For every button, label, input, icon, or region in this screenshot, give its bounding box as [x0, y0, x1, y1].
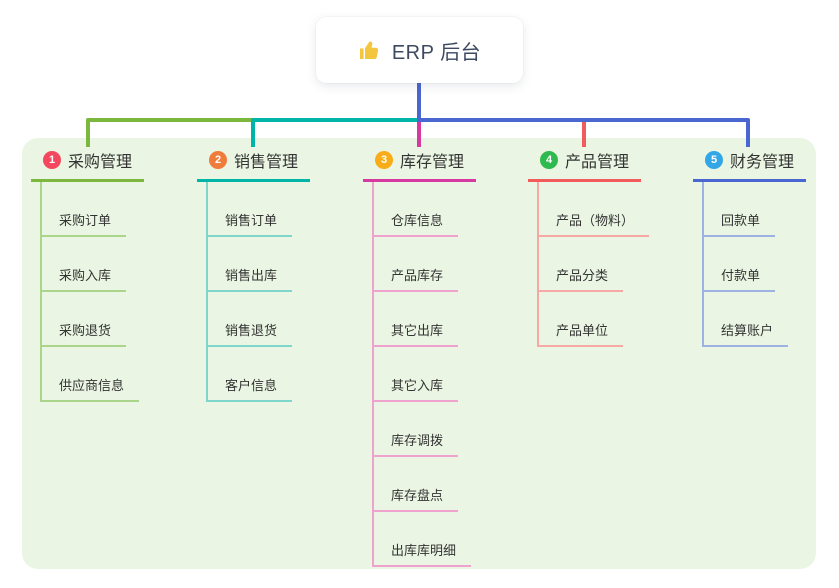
branch-product-label: 产品管理 — [565, 154, 630, 171]
edge-product — [417, 83, 586, 147]
branch-inventory-header[interactable]: 3 库存管理 — [363, 148, 476, 182]
badge-4: 4 — [540, 151, 558, 169]
branch-purchase-label: 采购管理 — [68, 154, 133, 171]
badge-3: 3 — [375, 151, 393, 169]
node-row: 销售订单 — [206, 182, 310, 237]
node-product-stock[interactable]: 产品库存 — [374, 265, 459, 292]
branch-finance-label: 财务管理 — [730, 154, 795, 171]
node-sales-order[interactable]: 销售订单 — [208, 210, 293, 237]
root-node-erp[interactable]: ERP 后台 — [316, 17, 523, 83]
node-row: 产品分类 — [537, 237, 649, 292]
node-row: 产品单位 — [537, 292, 649, 347]
branch-inventory-children: 仓库信息 产品库存 其它出库 其它入库 库存调拨 库存盘点 出库库明细 — [372, 182, 476, 567]
node-customer-info[interactable]: 客户信息 — [208, 375, 293, 402]
branch-product-children: 产品（物料） 产品分类 产品单位 — [537, 182, 650, 347]
node-product-material[interactable]: 产品（物料） — [539, 210, 650, 237]
branch-sales: 2 销售管理 销售订单 销售出库 销售退货 客户信息 — [197, 148, 310, 402]
node-row: 采购退货 — [40, 292, 144, 347]
edge-sales — [251, 83, 421, 147]
node-settlement-account[interactable]: 结算账户 — [704, 320, 789, 347]
node-row: 产品（物料） — [537, 182, 650, 237]
node-product-category[interactable]: 产品分类 — [539, 265, 624, 292]
node-row: 库存调拨 — [372, 402, 476, 457]
node-row: 销售出库 — [206, 237, 310, 292]
node-supplier-info[interactable]: 供应商信息 — [42, 375, 140, 402]
edge-finance — [417, 83, 750, 147]
thumbs-up-icon — [359, 41, 378, 59]
branch-inventory: 3 库存管理 仓库信息 产品库存 其它出库 其它入库 库存调拨 库存盘点 — [363, 148, 476, 567]
node-stock-transfer[interactable]: 库存调拨 — [374, 430, 459, 457]
branch-sales-header[interactable]: 2 销售管理 — [197, 148, 310, 182]
node-row: 其它入库 — [372, 347, 476, 402]
badge-1: 1 — [43, 151, 61, 169]
root-node-label: ERP 后台 — [391, 41, 482, 64]
node-row: 结算账户 — [702, 292, 806, 347]
branch-finance-children: 回款单 付款单 结算账户 — [702, 182, 806, 347]
node-row: 回款单 — [702, 182, 806, 237]
branch-sales-children: 销售订单 销售出库 销售退货 客户信息 — [206, 182, 310, 402]
branch-purchase: 1 采购管理 采购订单 采购入库 采购退货 供应商信息 — [31, 148, 144, 402]
node-row: 出库库明细 — [372, 512, 476, 567]
branch-product-header[interactable]: 4 产品管理 — [528, 148, 641, 182]
branch-purchase-header[interactable]: 1 采购管理 — [31, 148, 144, 182]
node-other-outbound[interactable]: 其它出库 — [374, 320, 459, 347]
node-purchase-inbound[interactable]: 采购入库 — [42, 265, 127, 292]
node-product-unit[interactable]: 产品单位 — [539, 320, 624, 347]
node-sales-outbound[interactable]: 销售出库 — [208, 265, 293, 292]
node-stock-count[interactable]: 库存盘点 — [374, 485, 459, 512]
badge-2: 2 — [209, 151, 227, 169]
branch-product: 4 产品管理 产品（物料） 产品分类 产品单位 — [528, 148, 650, 347]
branch-sales-label: 销售管理 — [234, 154, 299, 171]
node-other-inbound[interactable]: 其它入库 — [374, 375, 459, 402]
branches-background-panel — [22, 138, 816, 569]
node-sales-return[interactable]: 销售退货 — [208, 320, 293, 347]
node-receipt-bill[interactable]: 回款单 — [704, 210, 776, 237]
branch-purchase-children: 采购订单 采购入库 采购退货 供应商信息 — [40, 182, 144, 402]
node-purchase-order[interactable]: 采购订单 — [42, 210, 127, 237]
node-row: 产品库存 — [372, 237, 476, 292]
badge-5: 5 — [705, 151, 723, 169]
node-row: 仓库信息 — [372, 182, 476, 237]
node-row: 销售退货 — [206, 292, 310, 347]
node-outbound-detail[interactable]: 出库库明细 — [374, 540, 472, 567]
node-row: 采购订单 — [40, 182, 144, 237]
branch-finance: 5 财务管理 回款单 付款单 结算账户 — [693, 148, 806, 347]
branch-finance-header[interactable]: 5 财务管理 — [693, 148, 806, 182]
node-warehouse-info[interactable]: 仓库信息 — [374, 210, 459, 237]
node-row: 供应商信息 — [40, 347, 144, 402]
node-payment-bill[interactable]: 付款单 — [704, 265, 776, 292]
node-row: 采购入库 — [40, 237, 144, 292]
branch-inventory-label: 库存管理 — [400, 154, 465, 171]
node-row: 库存盘点 — [372, 457, 476, 512]
node-row: 其它出库 — [372, 292, 476, 347]
node-row: 客户信息 — [206, 347, 310, 402]
node-row: 付款单 — [702, 237, 806, 292]
node-purchase-return[interactable]: 采购退货 — [42, 320, 127, 347]
